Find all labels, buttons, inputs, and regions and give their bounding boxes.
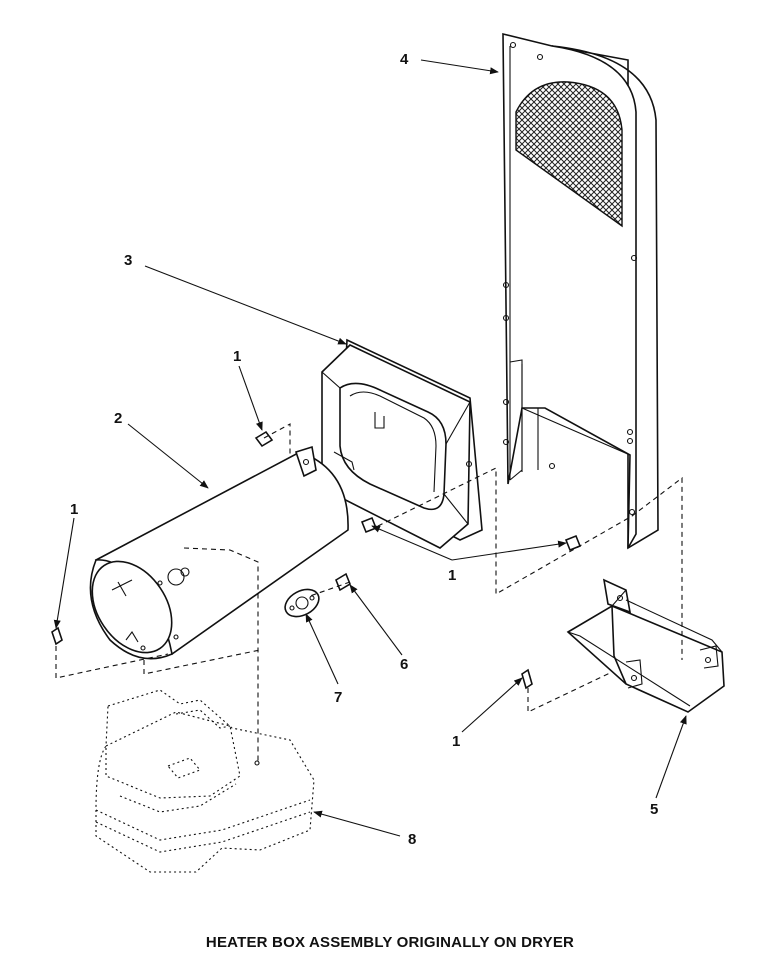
screw-1-left bbox=[51, 626, 63, 646]
callout-4: 4 bbox=[400, 51, 409, 68]
screw-1-bracket bbox=[521, 668, 533, 690]
callout-8: 8 bbox=[408, 831, 416, 848]
thermostat-part-7 bbox=[284, 588, 320, 618]
screw-6 bbox=[335, 572, 351, 592]
callout-leaders bbox=[53, 59, 687, 837]
assembly-guide-lines bbox=[55, 423, 683, 762]
callout-6: 6 bbox=[400, 656, 408, 673]
callout-1-center: 1 bbox=[448, 567, 456, 584]
screw-1-top bbox=[254, 430, 274, 448]
screw-1-frame bbox=[360, 516, 378, 534]
heater-cylinder-part-2 bbox=[89, 445, 349, 660]
callout-7: 7 bbox=[334, 689, 342, 706]
callout-2: 2 bbox=[114, 410, 122, 427]
bracket-part-5 bbox=[566, 578, 725, 713]
callout-3: 3 bbox=[124, 252, 132, 269]
rear-panel-part-4 bbox=[502, 32, 659, 550]
callout-1-left: 1 bbox=[70, 501, 78, 518]
screw-1-panel bbox=[564, 534, 582, 552]
diagram-caption: HEATER BOX ASSEMBLY ORIGINALLY ON DRYER bbox=[206, 934, 574, 951]
callout-labels: 1 1 1 1 2 3 4 5 6 7 8 bbox=[70, 51, 658, 848]
heater-box-frame-part-3 bbox=[321, 338, 483, 549]
callout-1-top: 1 bbox=[233, 348, 241, 365]
callout-1-bottom: 1 bbox=[452, 733, 460, 750]
dryer-base-part-8 bbox=[95, 689, 315, 873]
callout-5: 5 bbox=[650, 801, 658, 818]
